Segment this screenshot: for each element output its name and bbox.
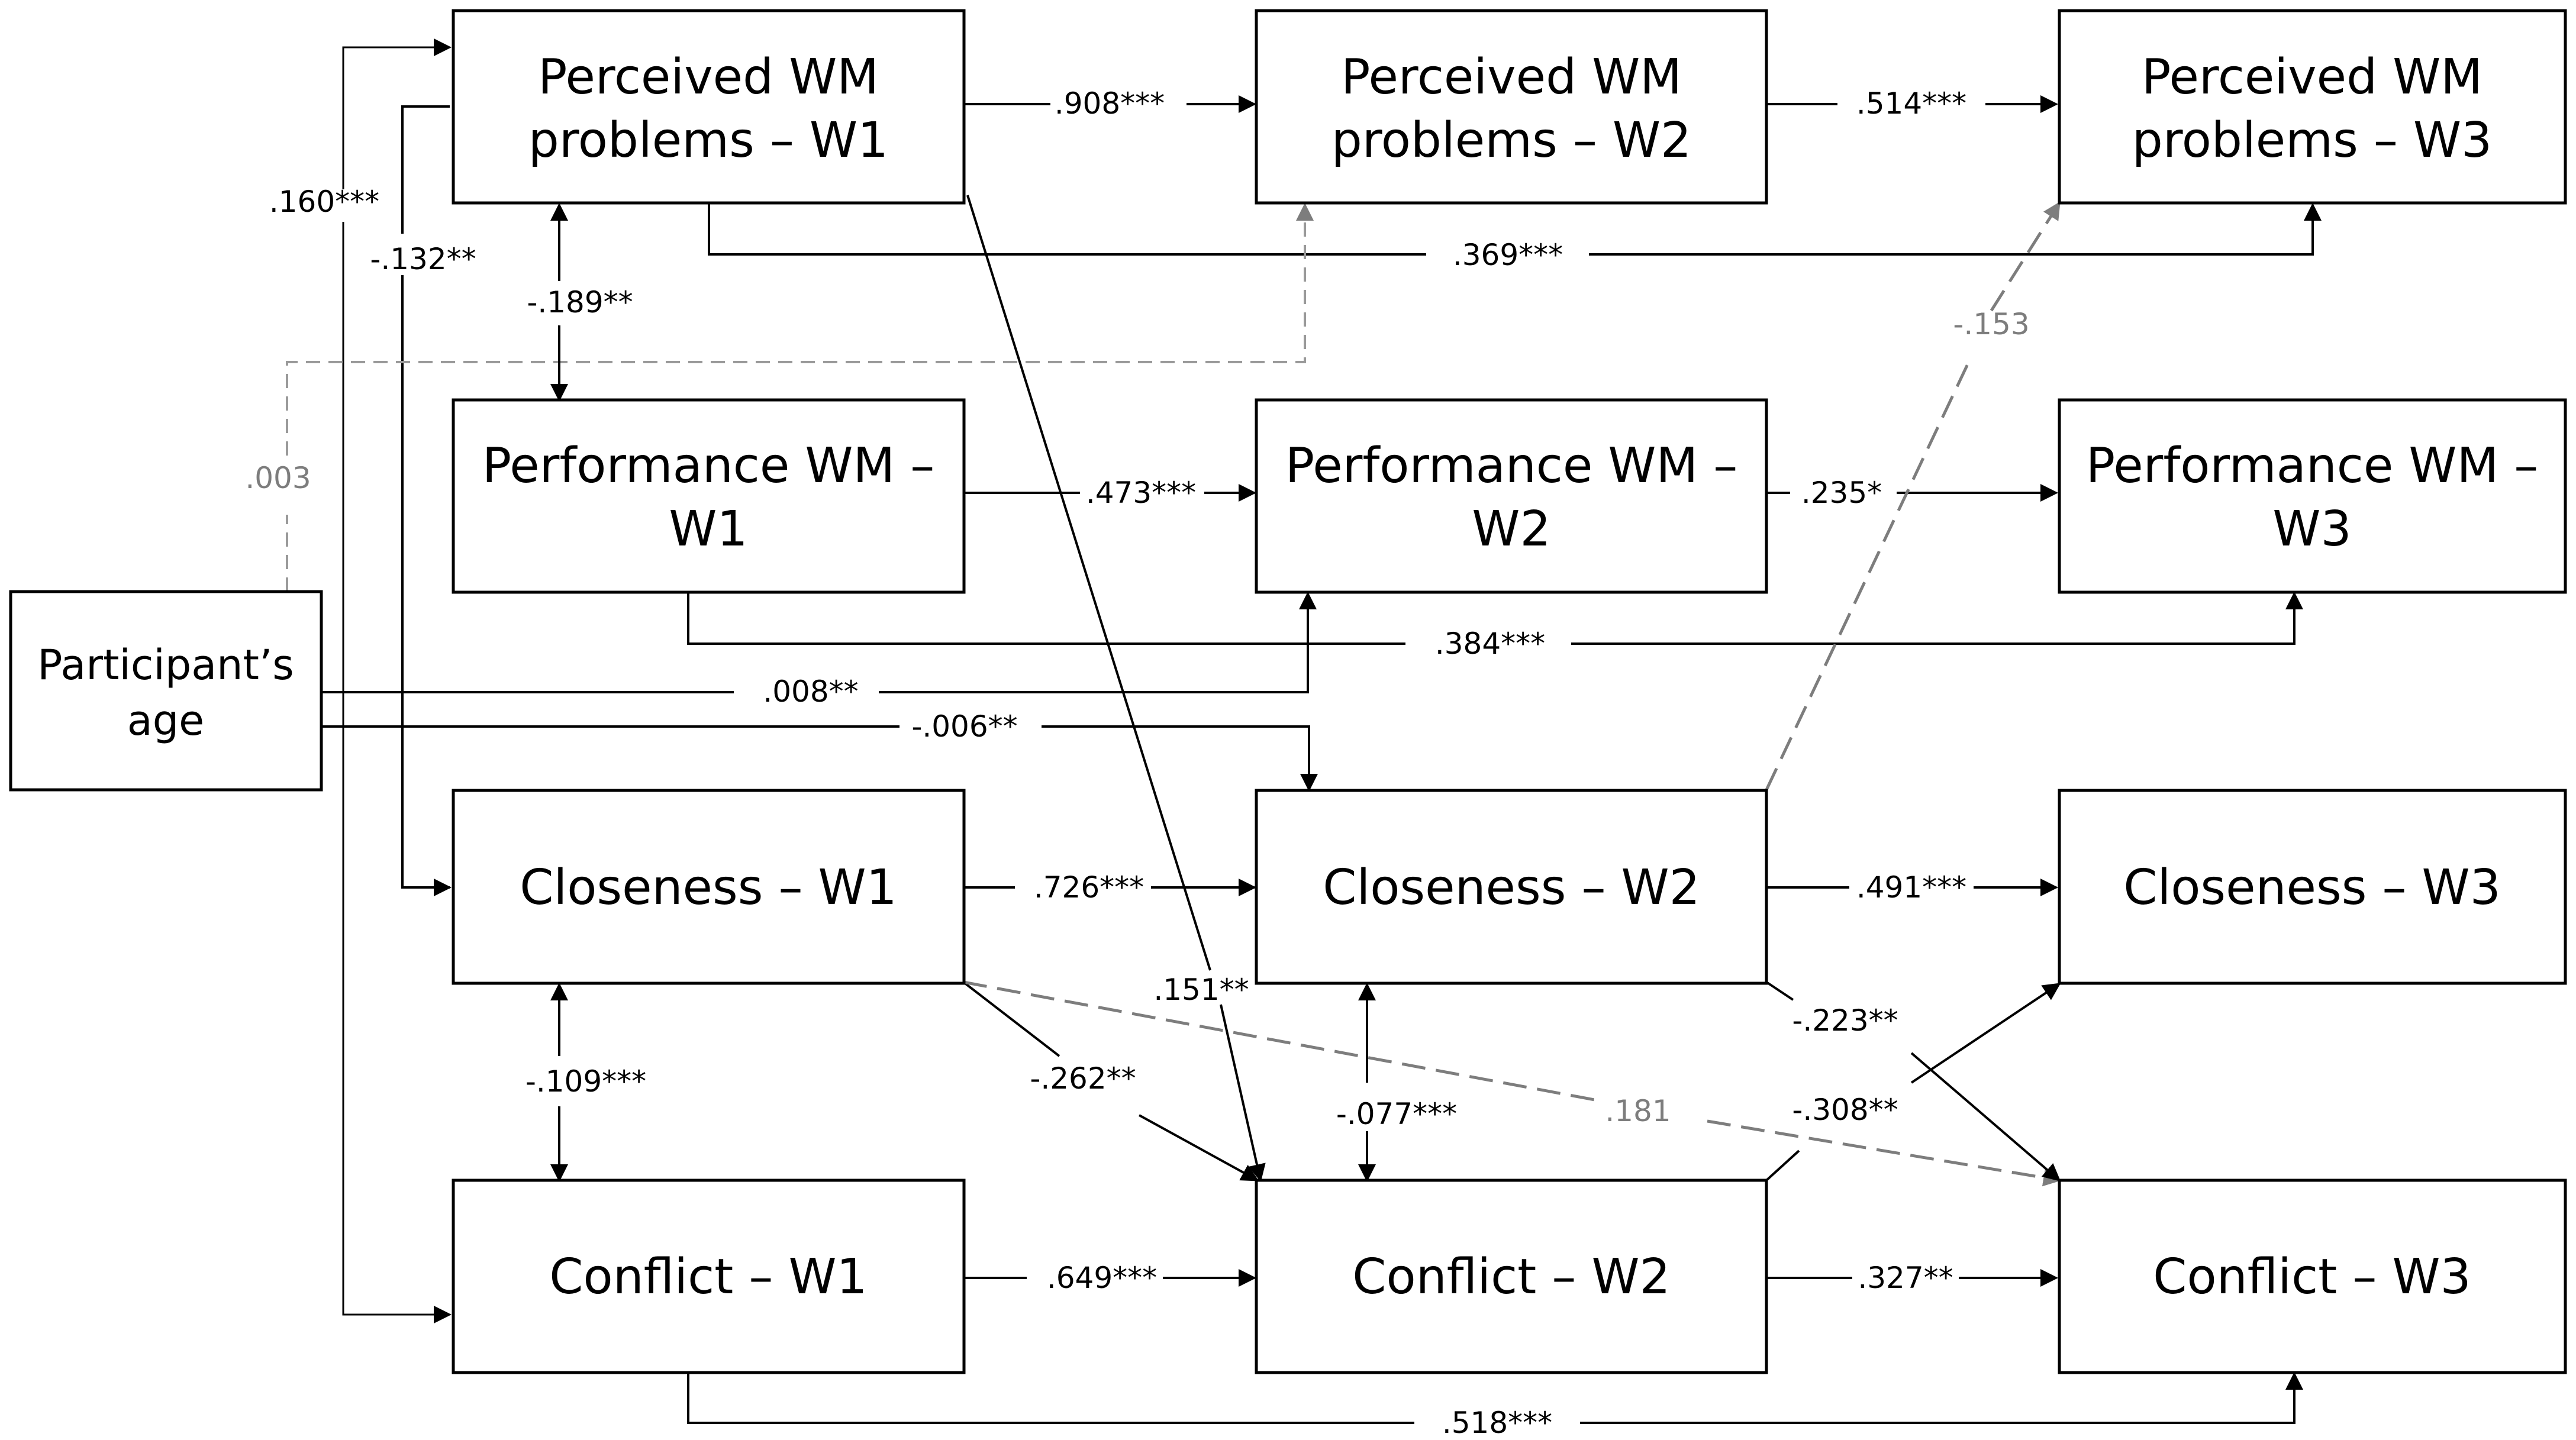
node-perf-w1-line1: Performance WM –	[482, 438, 935, 494]
coef-perf-w2-w3: .235*	[1801, 476, 1882, 510]
coef-pwm-w2-w3: .514***	[1856, 86, 1966, 121]
node-conf-w2-label: Conflict – W2	[1352, 1249, 1670, 1305]
node-perf-w3-line2: W3	[2272, 501, 2351, 557]
path-age-perf-w2	[323, 593, 1308, 693]
coef-conf-w1-w3: .518***	[1442, 1406, 1552, 1440]
node-perf-w2-line1: Performance WM –	[1285, 438, 1738, 494]
node-close-w3: Closeness – W3	[2058, 789, 2567, 985]
coef-conf2-close3: -.308**	[1792, 1093, 1898, 1127]
node-pwm-w2-line2: problems – W2	[1331, 112, 1691, 169]
path-age-close-w2	[323, 725, 1309, 790]
path-pwm1-conf2	[966, 195, 1260, 1180]
coef-close1-conf2: -.262**	[1030, 1061, 1136, 1096]
path-age-pwm-w2	[286, 205, 1305, 592]
coef-perf-w1-w3: .384***	[1435, 627, 1545, 661]
path-close1-conf3	[963, 980, 2059, 1180]
node-pwm-w2: Perceived WM problems – W2	[1255, 9, 1768, 205]
node-age-line2: age	[127, 696, 204, 745]
coef-conf-w1-w2: .649***	[1047, 1261, 1157, 1295]
node-pwm-w1-line1: Perceived WM	[538, 49, 879, 105]
node-pwm-w3-line1: Perceived WM	[2142, 49, 2482, 105]
node-perf-w1: Performance WM – W1	[452, 398, 966, 594]
path-conf2-close3	[1765, 984, 2059, 1181]
node-close-w2: Closeness – W2	[1255, 789, 1768, 985]
node-perf-w2-line2: W2	[1472, 501, 1550, 557]
coef-age-pwm-w1: .160***	[269, 185, 379, 219]
path-perf-w1-w3	[687, 592, 2294, 645]
path-close2-conf3	[1765, 981, 2059, 1180]
coef-conf-w2-w3: .327**	[1858, 1261, 1953, 1295]
coef-close2-pwm3: -.153	[1953, 307, 2029, 341]
node-perf-w3-line1: Performance WM –	[2086, 438, 2539, 494]
node-close-w1: Closeness – W1	[452, 789, 966, 985]
node-perf-w3: Performance WM – W3	[2058, 398, 2567, 594]
coef-close-w2-w3: .491***	[1856, 870, 1966, 905]
node-pwm-w3-line2: problems – W3	[2132, 112, 2492, 169]
node-pwm-w1-line2: problems – W1	[528, 112, 888, 169]
node-pwm-w3: Perceived WM problems – W3	[2058, 9, 2567, 205]
coef-age-close-w2: -.006**	[911, 709, 1017, 744]
node-conf-w3: Conflict – W3	[2058, 1179, 2567, 1374]
coef-close1-conf3: .181	[1605, 1094, 1671, 1128]
path-age-pwm-w1	[342, 47, 450, 592]
node-conf-w1-label: Conflict – W1	[549, 1249, 867, 1305]
coef-age-close-w1: -.132**	[370, 242, 476, 276]
path-close2-pwm3	[1765, 203, 2059, 791]
coef-age-pwm-w2: .003	[245, 461, 311, 495]
coef-pwm-w1-w2: .908***	[1055, 86, 1165, 121]
node-close-w1-label: Closeness – W1	[520, 860, 897, 916]
node-conf-w1: Conflict – W1	[452, 1179, 966, 1374]
node-close-w3-label: Closeness – W3	[2123, 860, 2501, 916]
node-pwm-w1: Perceived WM problems – W1	[452, 9, 966, 205]
coef-close-w1-w2: .726***	[1034, 870, 1144, 905]
path-pwm-w1-w3	[708, 203, 2313, 256]
node-perf-w2: Performance WM – W2	[1255, 398, 1768, 594]
node-conf-w2: Conflict – W2	[1255, 1179, 1768, 1374]
coef-perf-w1-w2: .473***	[1086, 476, 1196, 510]
coef-close2-conf3: -.223**	[1792, 1003, 1898, 1038]
node-pwm-w2-line1: Perceived WM	[1341, 49, 1682, 105]
coef-pwm1-conf2: .151**	[1153, 973, 1249, 1007]
coef-pwm1-perf1: -.189**	[527, 285, 633, 319]
node-conf-w3-label: Conflict – W3	[2153, 1249, 2471, 1305]
path-conf-w1-w3	[687, 1371, 2294, 1424]
node-age: Participant’s age	[9, 590, 323, 792]
coef-close1-conf1: -.109***	[525, 1064, 646, 1099]
coef-age-perf-w2: .008**	[763, 674, 858, 709]
coef-close2-conf2: -.077***	[1336, 1097, 1457, 1131]
path-age-conf-w1	[342, 592, 452, 1323]
coef-pwm-w1-w3: .369***	[1453, 238, 1563, 272]
node-age-line1: Participant’s	[37, 641, 294, 689]
path-age-close-w1	[401, 105, 450, 887]
node-perf-w1-line2: W1	[669, 501, 747, 557]
path-close1-conf2	[962, 981, 1258, 1180]
node-close-w2-label: Closeness – W2	[1323, 860, 1700, 916]
